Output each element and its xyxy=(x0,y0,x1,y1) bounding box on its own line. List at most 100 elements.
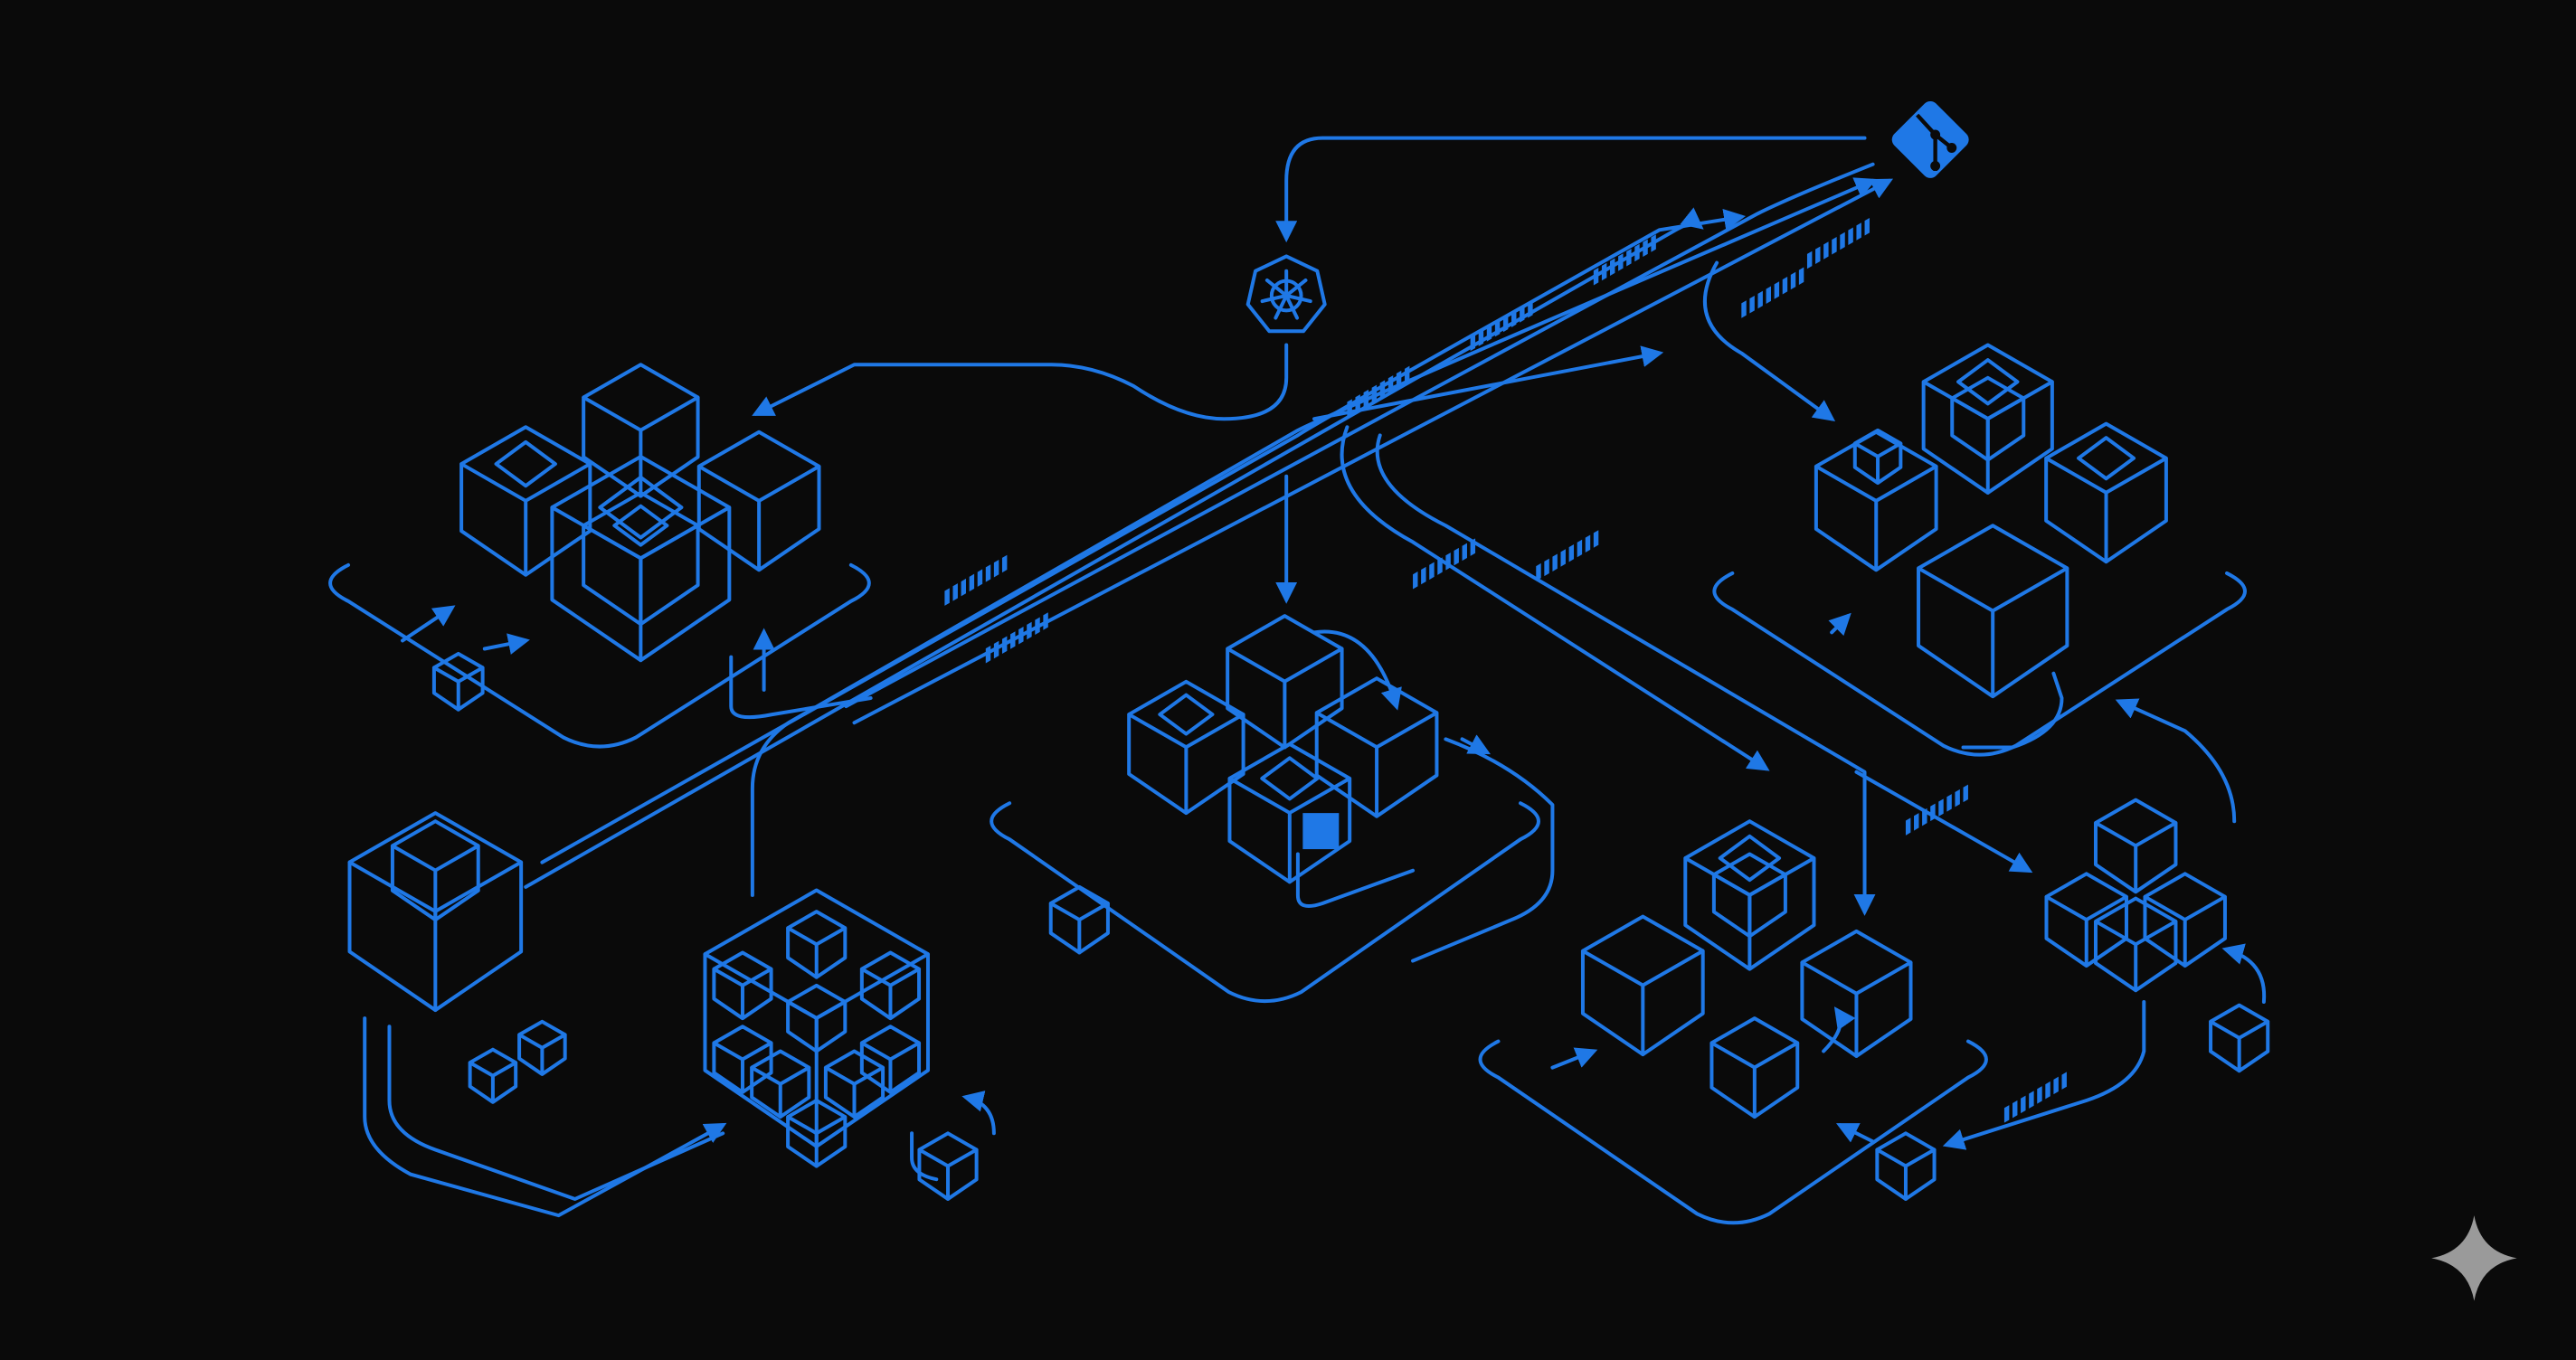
data-tick xyxy=(1536,562,1541,581)
data-tick xyxy=(1502,314,1509,333)
cube xyxy=(390,819,480,922)
cluster-bottom-right xyxy=(1478,819,1988,1225)
cube xyxy=(786,1098,848,1168)
data-tick xyxy=(1355,394,1360,412)
helm-spoke xyxy=(1284,278,1308,298)
cube xyxy=(1875,1131,1937,1201)
cluster-top-left xyxy=(328,363,871,749)
data-tick xyxy=(1832,236,1837,255)
data-tick xyxy=(1643,239,1648,258)
cube xyxy=(1852,428,1903,486)
git-icon xyxy=(1891,100,1969,178)
cube xyxy=(1711,852,1787,939)
helm-spoke xyxy=(1274,293,1289,320)
data-tick xyxy=(1528,299,1533,318)
cube xyxy=(750,1049,811,1119)
data-tick xyxy=(1043,612,1048,630)
data-tick xyxy=(1363,389,1368,408)
helm-spoke xyxy=(1264,278,1289,298)
data-tick xyxy=(1815,246,1821,264)
data-tick xyxy=(1766,286,1771,305)
flow-arrow xyxy=(1942,1000,2146,1150)
data-tick xyxy=(952,583,958,601)
data-tick xyxy=(1421,566,1426,585)
data-tick xyxy=(1413,571,1418,590)
data-tick xyxy=(1371,384,1378,403)
data-tick xyxy=(1782,277,1788,295)
cube xyxy=(1950,375,2026,462)
data-tick xyxy=(1651,234,1656,252)
cube xyxy=(2044,872,2128,968)
cube xyxy=(2093,896,2178,993)
data-tick xyxy=(1511,309,1517,327)
flow-arrow xyxy=(1460,734,1492,755)
data-tick xyxy=(1593,267,1599,286)
data-tick xyxy=(2045,1081,2050,1100)
data-tick xyxy=(1806,250,1813,269)
flow-arrow xyxy=(961,1091,996,1136)
data-tick xyxy=(1634,243,1640,262)
flow-arrow xyxy=(482,633,530,655)
cube-top-inset xyxy=(1158,693,1215,736)
cluster-top-right xyxy=(1712,343,2247,757)
data-tick xyxy=(993,559,999,578)
sparkle-icon xyxy=(2431,1215,2517,1301)
data-tick xyxy=(1494,318,1501,337)
data-tick xyxy=(969,573,975,592)
cube xyxy=(696,430,821,572)
flow-arrow xyxy=(1828,612,1852,637)
flow-arrow xyxy=(1702,260,1836,422)
flow-arrow xyxy=(1340,425,1770,771)
data-tick xyxy=(1437,557,1443,575)
cube xyxy=(2143,872,2227,968)
flow-arrow xyxy=(2221,943,2267,1004)
cube xyxy=(1800,929,1913,1058)
cluster-left xyxy=(347,811,567,1104)
data-tick xyxy=(1757,290,1763,309)
data-tick xyxy=(1445,552,1451,571)
data-tick xyxy=(1010,631,1016,649)
data-tick xyxy=(2012,1100,2018,1119)
data-tick xyxy=(1001,636,1008,654)
cube xyxy=(823,1049,886,1119)
platform xyxy=(990,801,1540,1004)
cube xyxy=(1709,1016,1800,1119)
data-tick xyxy=(1396,370,1402,389)
flow-arrow xyxy=(729,655,873,720)
data-tick xyxy=(1856,222,1861,241)
flow-arrow xyxy=(401,605,456,643)
cube xyxy=(1127,679,1245,816)
cube xyxy=(2209,1003,2270,1073)
cube xyxy=(859,1025,922,1094)
data-tick xyxy=(1478,328,1484,346)
data-tick xyxy=(1552,553,1558,571)
data-tick xyxy=(1823,241,1829,260)
data-tick xyxy=(1577,539,1583,558)
flow-arrow xyxy=(1835,1123,1875,1144)
cube-top-inset xyxy=(1956,358,2020,406)
helm-spoke xyxy=(1284,293,1300,320)
flow-lines xyxy=(363,136,2267,1218)
cube xyxy=(582,490,700,627)
cube xyxy=(1580,914,1705,1057)
data-tick xyxy=(1027,621,1032,640)
data-tick xyxy=(1462,543,1467,562)
data-tick xyxy=(2037,1086,2042,1104)
highlight-square xyxy=(1302,813,1340,850)
cluster-right xyxy=(2044,798,2270,1073)
data-tick xyxy=(2003,1105,2010,1123)
data-tick xyxy=(1001,554,1008,573)
data-tick xyxy=(1347,399,1352,417)
data-tick xyxy=(1798,267,1804,286)
data-tick xyxy=(2029,1091,2034,1109)
cube xyxy=(459,425,592,577)
flow-arrow xyxy=(2115,698,2237,824)
data-tick xyxy=(944,588,950,606)
flow-arrow xyxy=(844,162,1875,709)
data-tick xyxy=(1560,549,1566,567)
cube xyxy=(786,910,848,979)
data-tick xyxy=(1922,808,1927,826)
data-tick xyxy=(1470,538,1476,556)
data-tick xyxy=(1864,218,1870,236)
data-tick xyxy=(1848,227,1853,246)
